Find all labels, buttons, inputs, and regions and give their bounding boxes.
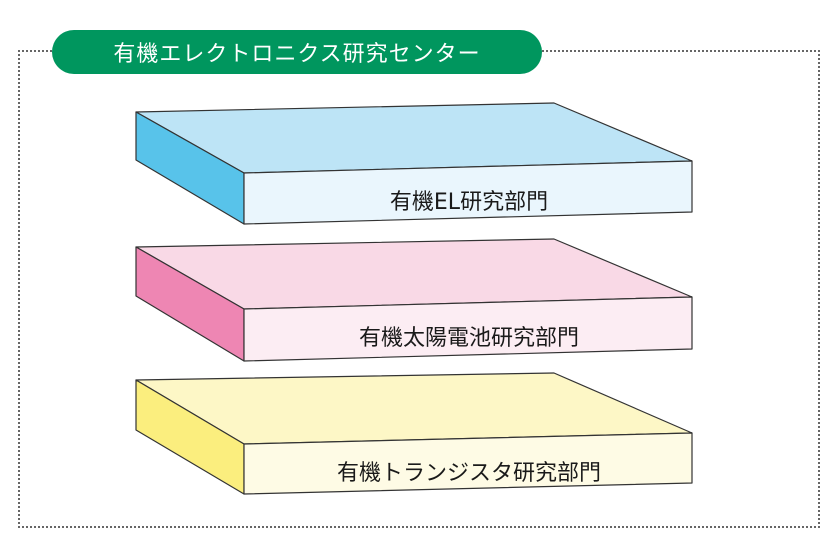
department-label-el: 有機EL研究部門 <box>389 190 549 215</box>
layer-front-face <box>243 160 693 225</box>
center-title: 有機エレクトロニクス研究センター <box>52 30 542 74</box>
department-layer-solar <box>135 238 693 362</box>
layer-front-face <box>243 296 693 362</box>
department-layer-transistor <box>135 372 693 495</box>
department-label-transistor: 有機トランジスタ研究部門 <box>336 461 601 486</box>
department-label-solar: 有機太陽電池研究部門 <box>358 326 579 351</box>
layer-front-face <box>243 432 693 495</box>
department-layer-el <box>135 102 693 225</box>
